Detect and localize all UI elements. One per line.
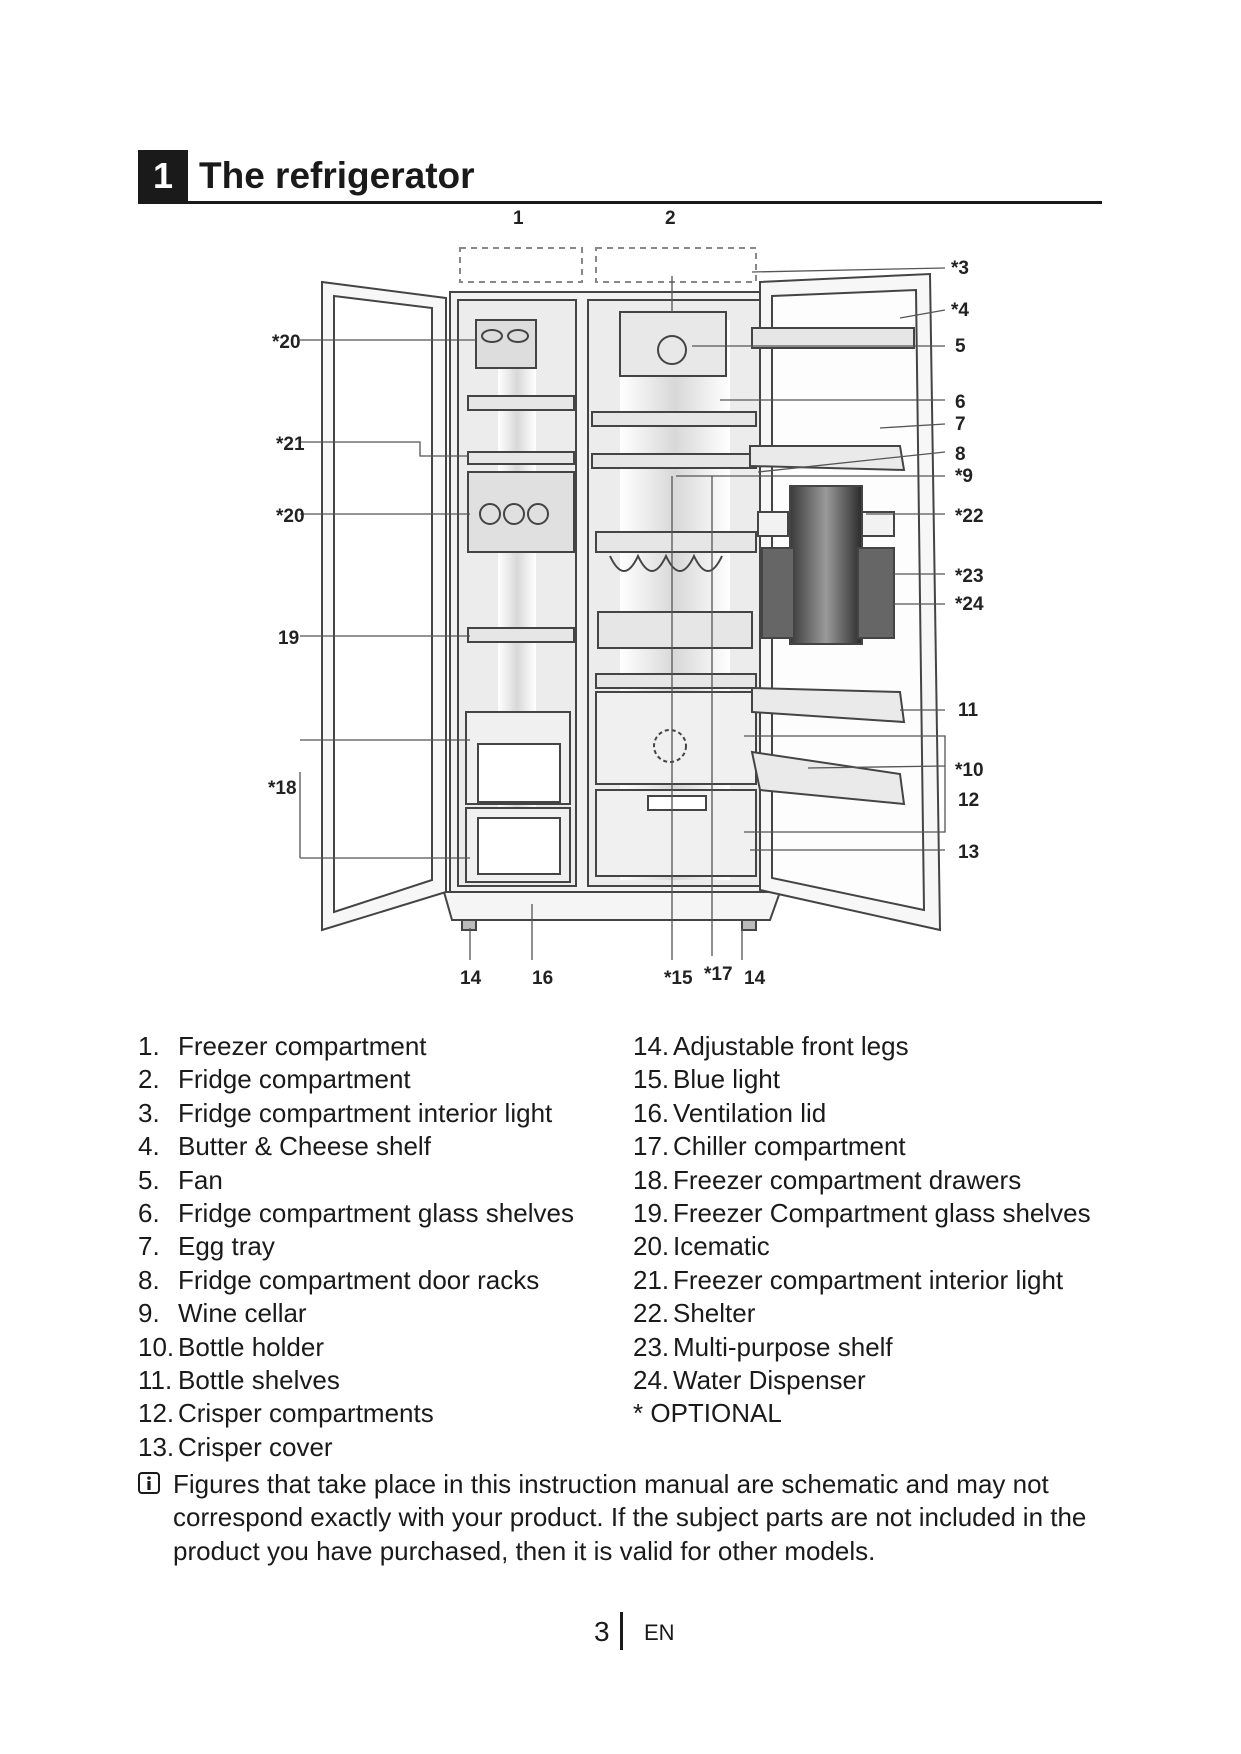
legend-item: 21.Freezer compartment interior light: [633, 1264, 1091, 1297]
legend-item: 11.Bottle shelves: [138, 1364, 574, 1397]
legend-item: 3.Fridge compartment interior light: [138, 1097, 574, 1130]
callout-18: *18: [268, 778, 297, 799]
legend-item: 5.Fan: [138, 1164, 574, 1197]
callout-23: *23: [955, 566, 984, 587]
info-icon: [138, 1472, 160, 1494]
callout-1: 1: [513, 208, 524, 229]
legend-item: 12.Crisper compartments: [138, 1397, 574, 1430]
callout-15: *15: [664, 968, 693, 989]
legend-item: 23.Multi-purpose shelf: [633, 1331, 1091, 1364]
callout-20b: *20: [276, 506, 305, 527]
callout-16: 16: [532, 968, 553, 989]
note-line-2: correspond exactly with your product. If…: [138, 1501, 1138, 1534]
callout-6: 6: [955, 392, 966, 413]
callout-22: *22: [955, 506, 984, 527]
legend-item: 4.Butter & Cheese shelf: [138, 1130, 574, 1163]
legend-item: 10.Bottle holder: [138, 1331, 574, 1364]
page-number: 3: [594, 1616, 610, 1648]
callout-13: 13: [958, 842, 979, 863]
legend-item: 22.Shelter: [633, 1297, 1091, 1330]
callout-12: 12: [958, 790, 979, 811]
callout-21: *21: [276, 434, 305, 455]
legend-item: 19.Freezer Compartment glass shelves: [633, 1197, 1091, 1230]
legend-item: 14.Adjustable front legs: [633, 1030, 1091, 1063]
legend-item: 9.Wine cellar: [138, 1297, 574, 1330]
legend-item: 1.Freezer compartment: [138, 1030, 574, 1063]
callout-17: *17: [704, 964, 733, 985]
footer-divider: [620, 1612, 623, 1650]
legend-item: 7.Egg tray: [138, 1230, 574, 1263]
legend-item: 2.Fridge compartment: [138, 1063, 574, 1096]
callout-24: *24: [955, 594, 984, 615]
legend-item: 24.Water Dispenser: [633, 1364, 1091, 1397]
legend-left: 1.Freezer compartment 2.Fridge compartme…: [138, 1030, 574, 1464]
callout-4: *4: [951, 300, 969, 321]
legend-item: 15.Blue light: [633, 1063, 1091, 1096]
page-footer: 3 EN: [0, 1610, 1241, 1650]
legend-item: 8.Fridge compartment door racks: [138, 1264, 574, 1297]
legend-item: 13.Crisper cover: [138, 1431, 574, 1464]
refrigerator-illustration: 1 2 *3 *4 5 6 7 8 *9 *22 *23 *24 11 *10 …: [0, 0, 1241, 1010]
callout-14b: 14: [744, 968, 766, 989]
callout-20a: *20: [272, 332, 301, 353]
legend-item: 20.Icematic: [633, 1230, 1091, 1263]
note-line-3: product you have purchased, then it is v…: [138, 1535, 1138, 1568]
callout-5: 5: [955, 336, 966, 357]
legend-item: 6.Fridge compartment glass shelves: [138, 1197, 574, 1230]
callout-8: 8: [955, 444, 966, 465]
callout-19: 19: [278, 628, 299, 649]
callout-7: 7: [955, 414, 966, 435]
callout-9: *9: [955, 466, 973, 487]
callout-11: 11: [958, 700, 979, 721]
callout-2: 2: [665, 208, 676, 229]
legend-item: 17.Chiller compartment: [633, 1130, 1091, 1163]
language-code: EN: [644, 1620, 675, 1646]
callout-14a: 14: [460, 968, 482, 989]
refrigerator-diagram: 1 2 *3 *4 5 6 7 8 *9 *22 *23 *24 11 *10 …: [0, 0, 1241, 1010]
info-note: Figures that take place in this instruct…: [138, 1468, 1138, 1568]
note-line-1: Figures that take place in this instruct…: [138, 1468, 1138, 1501]
callout-10: *10: [955, 760, 984, 781]
legend-item: 18.Freezer compartment drawers: [633, 1164, 1091, 1197]
legend-right: 14.Adjustable front legs 15.Blue light 1…: [633, 1030, 1091, 1431]
legend-optional-note: * OPTIONAL: [633, 1397, 1091, 1430]
callout-3: *3: [951, 258, 969, 279]
legend-item: 16.Ventilation lid: [633, 1097, 1091, 1130]
